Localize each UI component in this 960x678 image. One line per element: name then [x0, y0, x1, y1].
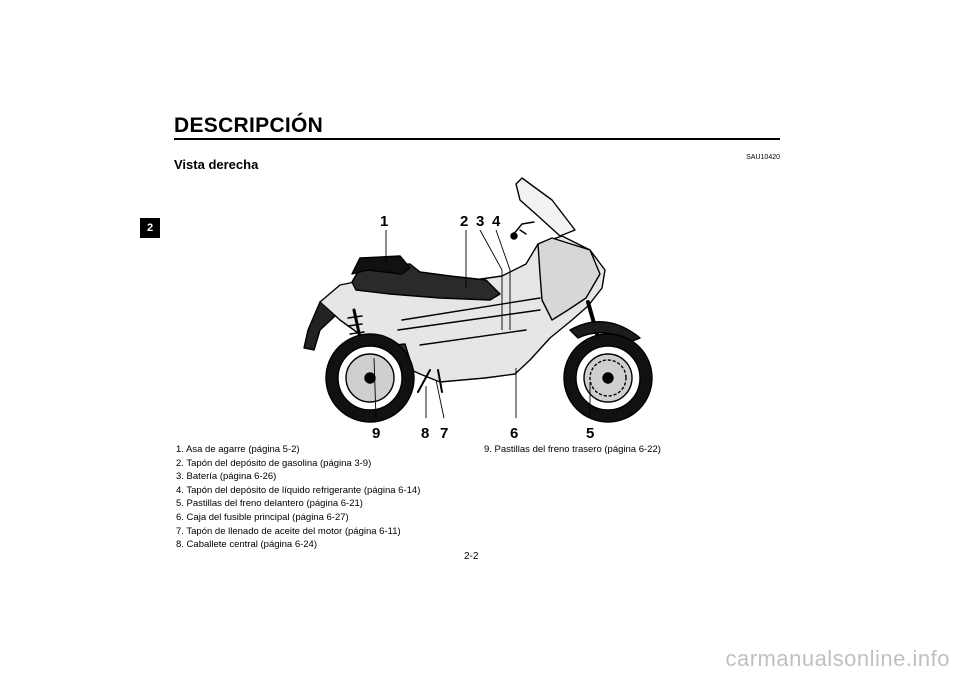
scooter-diagram: 1 2 3 4 5 6 7 8 9: [290, 170, 670, 445]
title-rule: [174, 138, 780, 140]
callout-1: 1: [380, 213, 389, 230]
callout-8: 8: [421, 425, 430, 442]
callout-7: 7: [440, 425, 449, 442]
callout-2: 2: [460, 213, 469, 230]
legend-item: 5. Pastillas del freno delantero (página…: [176, 498, 363, 510]
legend-item: 6. Caja del fusible principal (página 6-…: [176, 511, 349, 523]
section-code: SAU10420: [746, 154, 780, 161]
page-number: 2-2: [464, 551, 479, 562]
legend-list-left: 1. Asa de agarre (página 5-2) 2. Tapón d…: [176, 443, 420, 552]
legend-list-right: 9. Pastillas del freno trasero (página 6…: [484, 443, 661, 457]
watermark: carmanualsonline.info: [725, 646, 950, 671]
legend-item: 8. Caballete central (página 6-24): [176, 539, 318, 551]
scooter-illustration: [303, 177, 653, 423]
legend-item: 4. Tapón del depósito de líquido refrige…: [176, 484, 421, 496]
legend-item: 7. Tapón de llenado de aceite del motor …: [176, 525, 401, 537]
callout-3: 3: [476, 213, 485, 230]
callout-6: 6: [510, 425, 519, 442]
legend-item: 2. Tapón del depósito de gasolina (págin…: [176, 457, 372, 469]
chapter-tab: 2: [140, 218, 160, 238]
legend-item: 3. Batería (página 6-26): [176, 471, 277, 483]
page-title: DESCRIPCIÓN: [174, 114, 324, 137]
section-subtitle: Vista derecha: [174, 157, 259, 172]
callout-9: 9: [372, 425, 381, 442]
legend-item: 1. Asa de agarre (página 5-2): [176, 444, 300, 455]
legend-item: 9. Pastillas del freno trasero (página 6…: [484, 444, 661, 455]
callout-5: 5: [586, 425, 595, 442]
callout-4: 4: [492, 213, 501, 230]
